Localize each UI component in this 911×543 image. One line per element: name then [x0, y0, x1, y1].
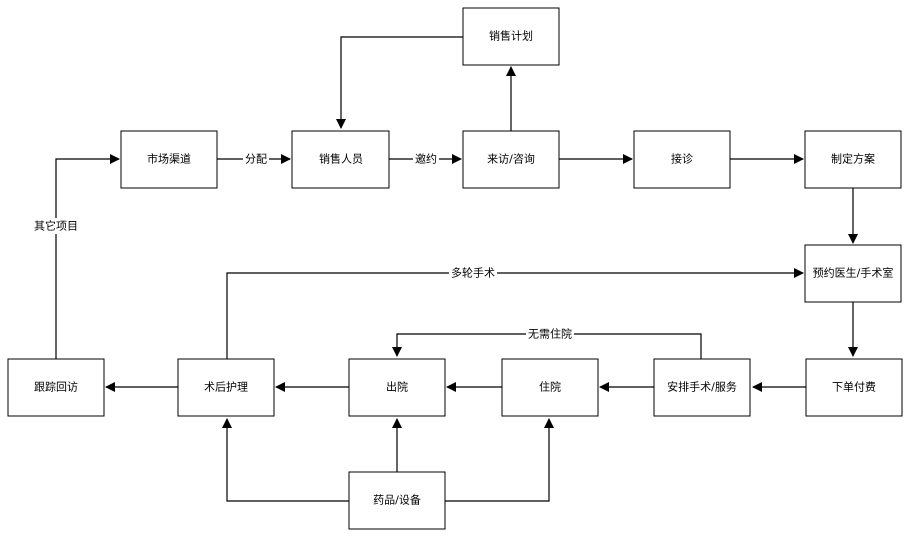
svg-text:药品/设备: 药品/设备 — [373, 493, 421, 507]
edge-medicine-to-hospitalize — [445, 418, 554, 502]
svg-text:住院: 住院 — [539, 380, 561, 394]
node-discharge: 出院 — [348, 358, 446, 417]
node-arrange-surgery: 安排手术/服务 — [653, 358, 751, 417]
node-postop-care: 术后护理 — [177, 358, 275, 417]
node-visit-consult: 来访/咨询 — [462, 130, 560, 189]
svg-text:制定方案: 制定方案 — [831, 152, 875, 166]
node-reception: 接诊 — [633, 130, 731, 189]
svg-text:接诊: 接诊 — [671, 152, 693, 166]
edge-label-multi-round-surgery: 多轮手术 — [449, 265, 497, 281]
edge-label-no-hospitalization: 无需住院 — [526, 326, 574, 342]
edge-followup-to-market — [55, 154, 120, 359]
svg-text:无需住院: 无需住院 — [528, 327, 572, 341]
svg-text:销售人员: 销售人员 — [319, 152, 363, 166]
edge-medicine-to-postop — [222, 418, 349, 502]
svg-text:出院: 出院 — [386, 380, 408, 394]
edge-postop-to-book — [226, 268, 804, 359]
node-book-doctor-or: 预约医生/手术室 — [804, 244, 902, 303]
svg-text:市场渠道: 市场渠道 — [147, 152, 191, 166]
svg-text:邀约: 邀约 — [415, 152, 437, 166]
edge-label-assign: 分配 — [243, 151, 269, 167]
node-follow-up: 跟踪回访 — [7, 358, 105, 417]
svg-text:安排手术/服务: 安排手术/服务 — [667, 380, 737, 394]
svg-text:下单付费: 下单付费 — [832, 381, 876, 394]
node-order-pay: 下单付费 — [805, 358, 903, 417]
edge-label-invite: 邀约 — [413, 151, 439, 167]
node-sales-staff: 销售人员 — [291, 130, 390, 189]
svg-text:预约医生/手术室: 预约医生/手术室 — [813, 266, 894, 280]
node-make-plan: 制定方案 — [804, 130, 902, 189]
edge-plan-to-sales — [336, 36, 463, 129]
edge-label-other-projects: 其它项目 — [32, 218, 80, 234]
node-hospitalize: 住院 — [501, 358, 599, 417]
svg-text:来访/咨询: 来访/咨询 — [487, 152, 535, 166]
svg-text:销售计划: 销售计划 — [489, 29, 533, 43]
node-market-channel: 市场渠道 — [120, 130, 218, 189]
svg-text:多轮手术: 多轮手术 — [451, 266, 495, 280]
svg-text:跟踪回访: 跟踪回访 — [34, 380, 78, 394]
svg-text:其它项目: 其它项目 — [34, 219, 78, 233]
node-sales-plan: 销售计划 — [462, 7, 560, 66]
svg-text:术后护理: 术后护理 — [204, 380, 248, 394]
node-medicine-equipment: 药品/设备 — [348, 471, 446, 530]
svg-text:分配: 分配 — [245, 153, 267, 166]
